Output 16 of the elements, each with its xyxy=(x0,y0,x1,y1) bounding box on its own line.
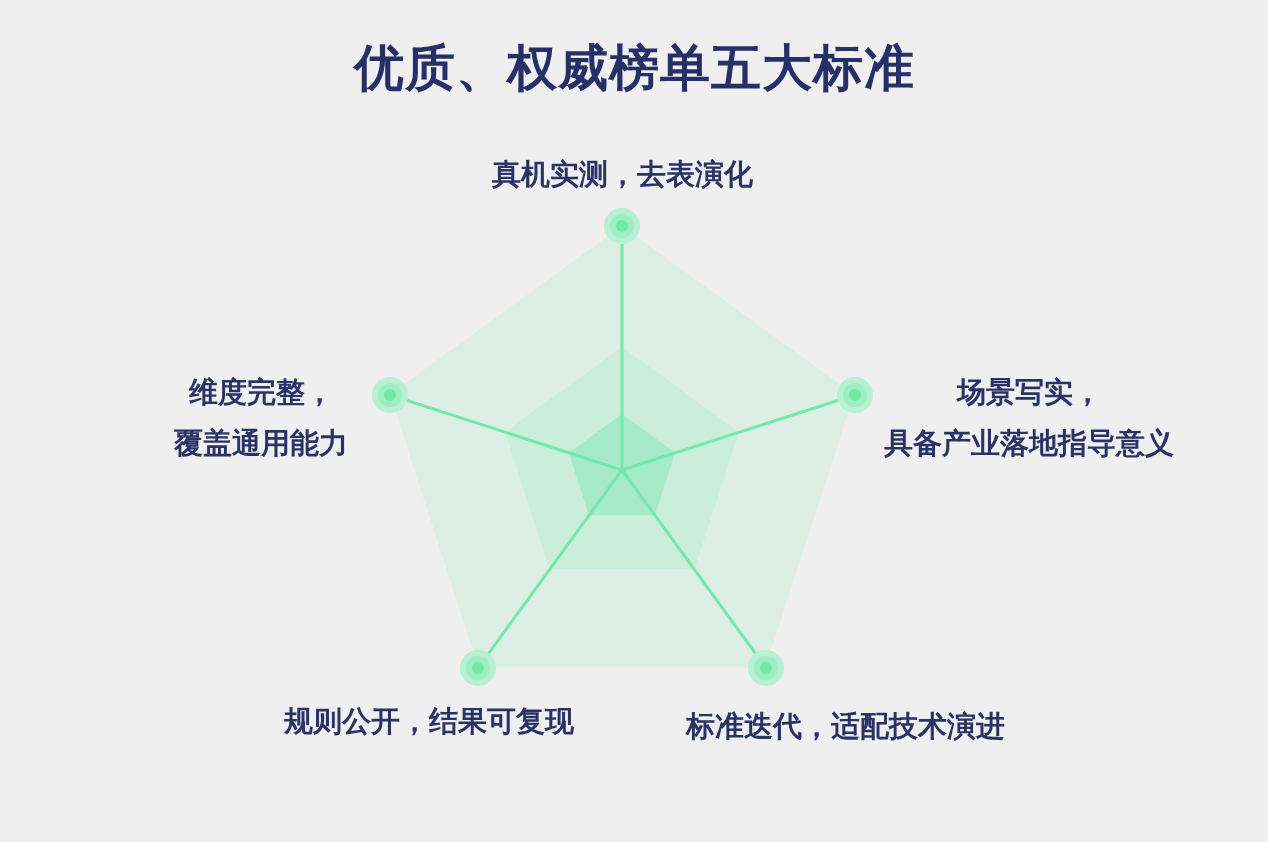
spoke-line xyxy=(620,244,624,470)
radar-vertex-dot xyxy=(604,208,640,244)
spoke-line xyxy=(621,399,839,472)
criterion-label: 真机实测，去表演化 xyxy=(491,156,753,193)
criterion-label: 场景写实，具备产业落地指导意义 xyxy=(883,374,1175,462)
criterion-label: 规则公开，结果可复现 xyxy=(284,703,574,740)
criterion-label: 标准迭代，适配技术演进 xyxy=(685,708,1005,745)
radar-vertex-dot xyxy=(837,377,873,413)
radar-vertex-dot xyxy=(460,650,496,686)
radar-vertex-dot xyxy=(372,377,408,413)
spoke-line xyxy=(620,469,757,655)
criterion-label: 维度完整，覆盖通用能力 xyxy=(173,374,349,462)
spoke-line xyxy=(406,399,623,472)
title: 优质、权威榜单五大标准 xyxy=(353,38,915,98)
spoke-line xyxy=(487,469,624,655)
radar-vertex-dot xyxy=(748,650,784,686)
